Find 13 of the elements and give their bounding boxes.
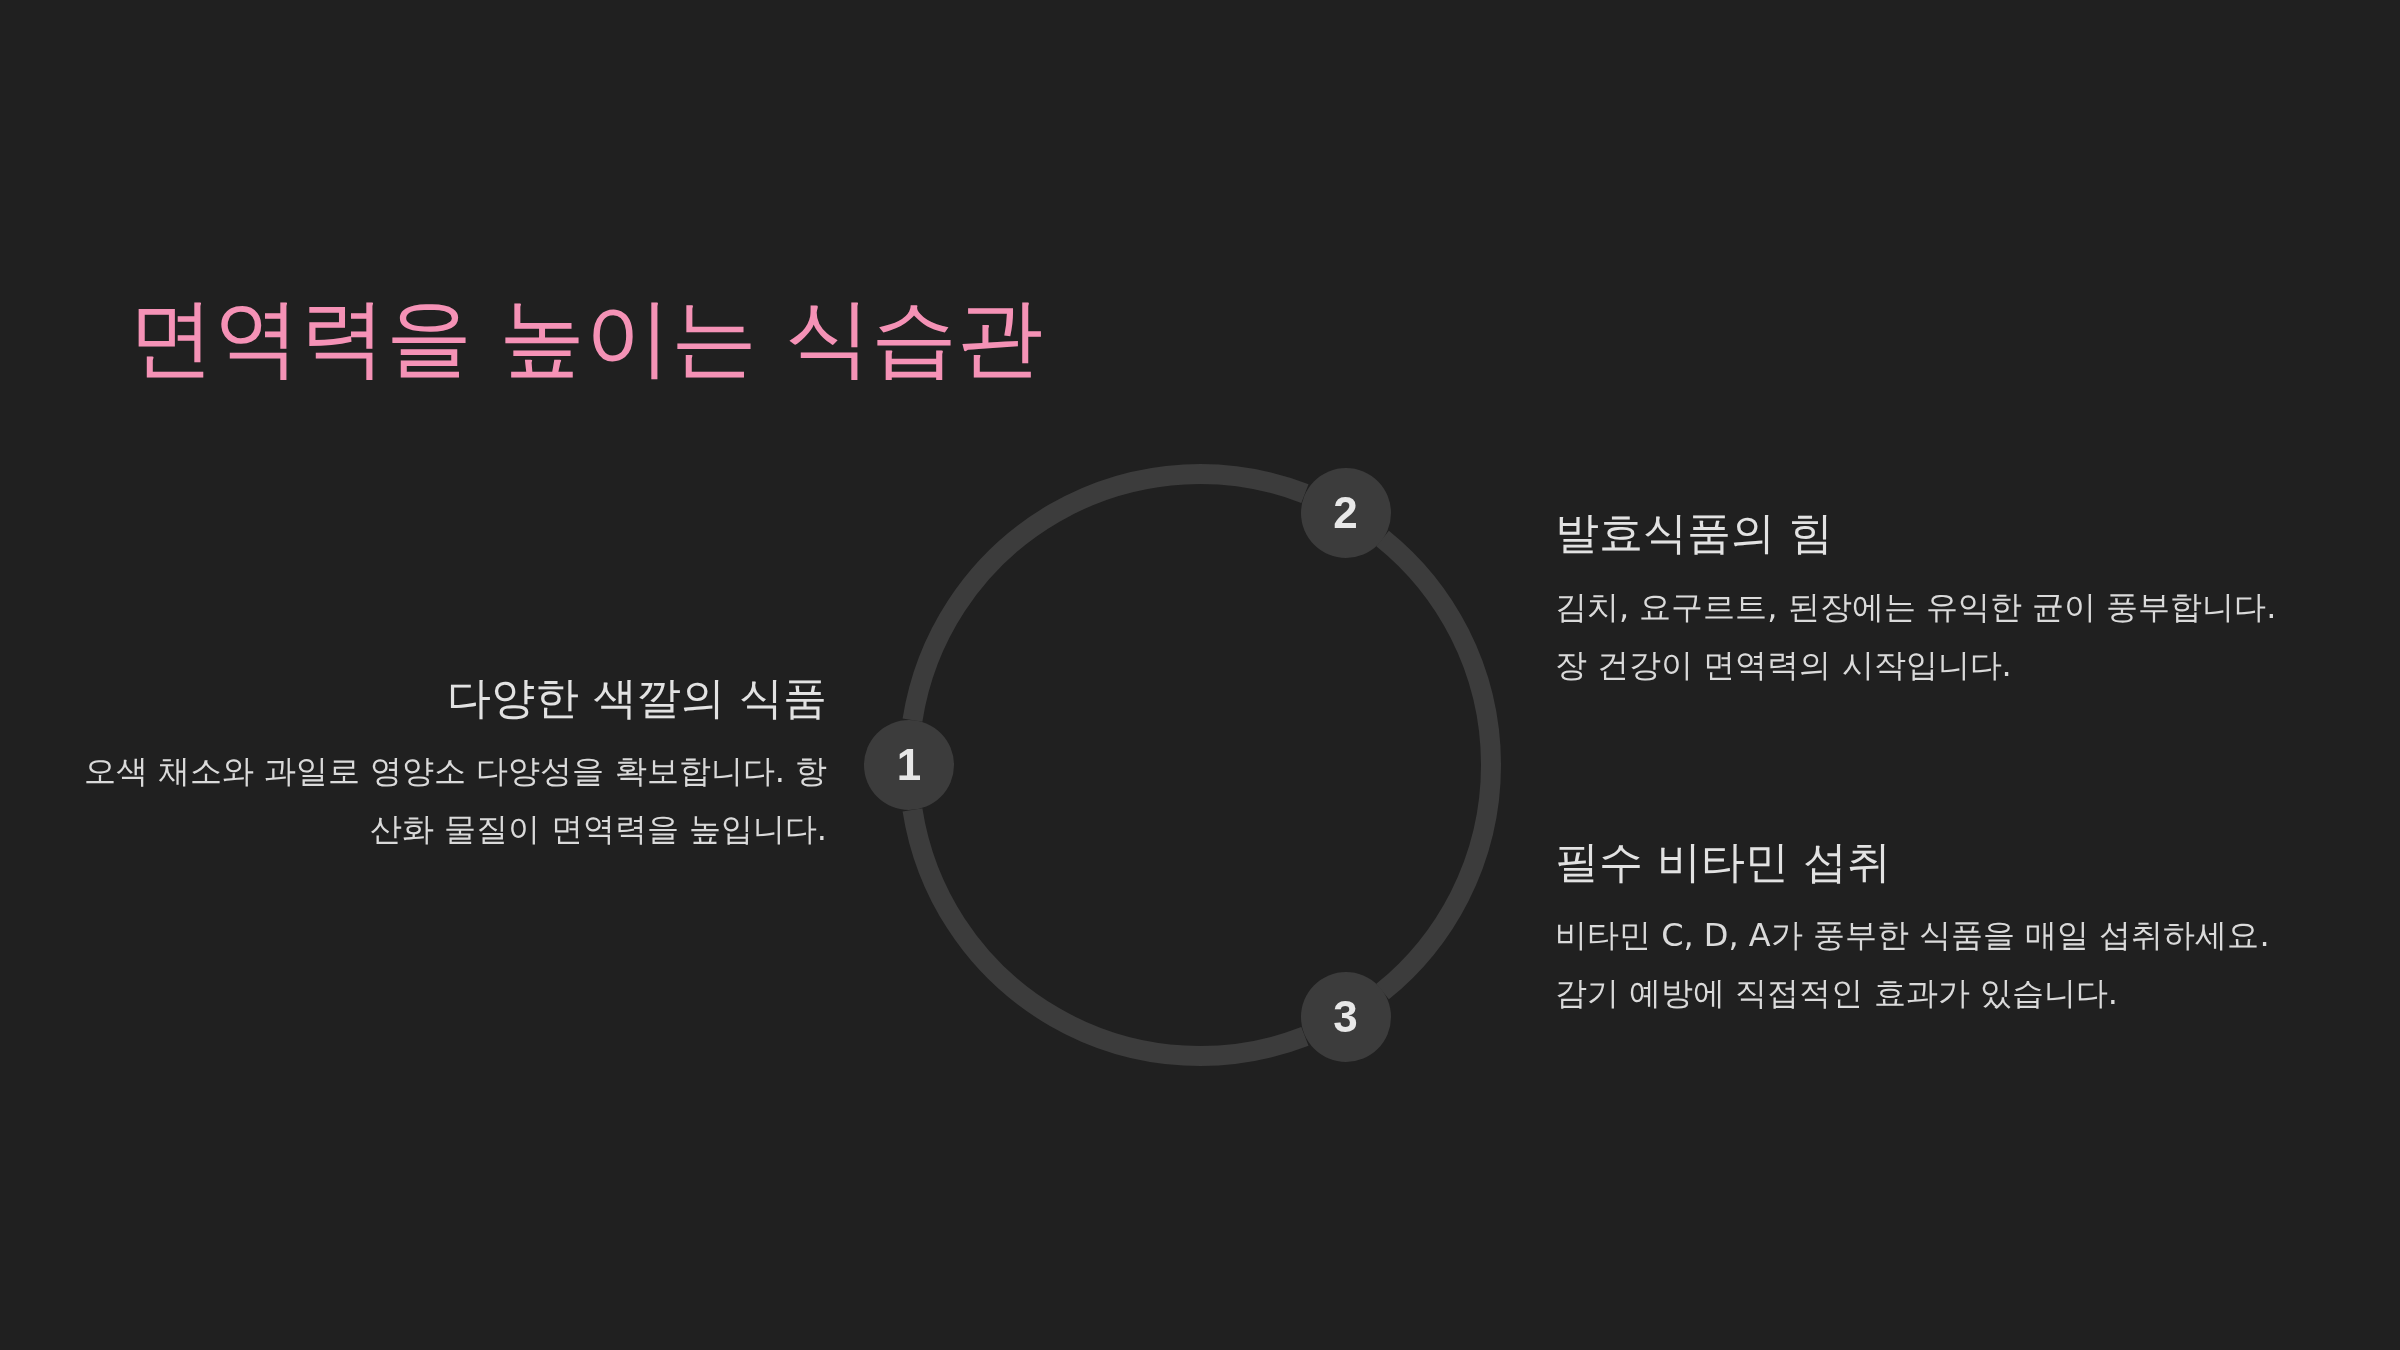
- step-description: 비타민 C, D, A가 풍부한 식품을 매일 섭취하세요. 감기 예방에 직접적인 효과가 있습니다.: [1555, 915, 2271, 1014]
- ring-arc: [902, 464, 1308, 723]
- step-number: 3: [1332, 991, 1359, 1043]
- step-number: 2: [1332, 487, 1359, 539]
- ring-arc: [1375, 531, 1501, 999]
- ring-arc: [902, 807, 1308, 1066]
- step-number: 1: [895, 739, 923, 791]
- title: 면역력을 높이는 식습관: [128, 286, 1043, 389]
- step-heading: 필수 비타민 섭취: [1555, 835, 1891, 889]
- step-heading: 발효식품의 힘: [1555, 506, 1833, 560]
- step-heading: 다양한 색깔의 식품: [447, 671, 827, 725]
- step-description: 오색 채소와 과일로 영양소 다양성을 확보합니다. 항산화 물질이 면역력을 높입니다.: [82, 751, 827, 850]
- step-description: 김치, 요구르트, 된장에는 유익한 균이 풍부합니다. 장 건강이 면역력의 시작입니다.: [1555, 587, 2278, 686]
